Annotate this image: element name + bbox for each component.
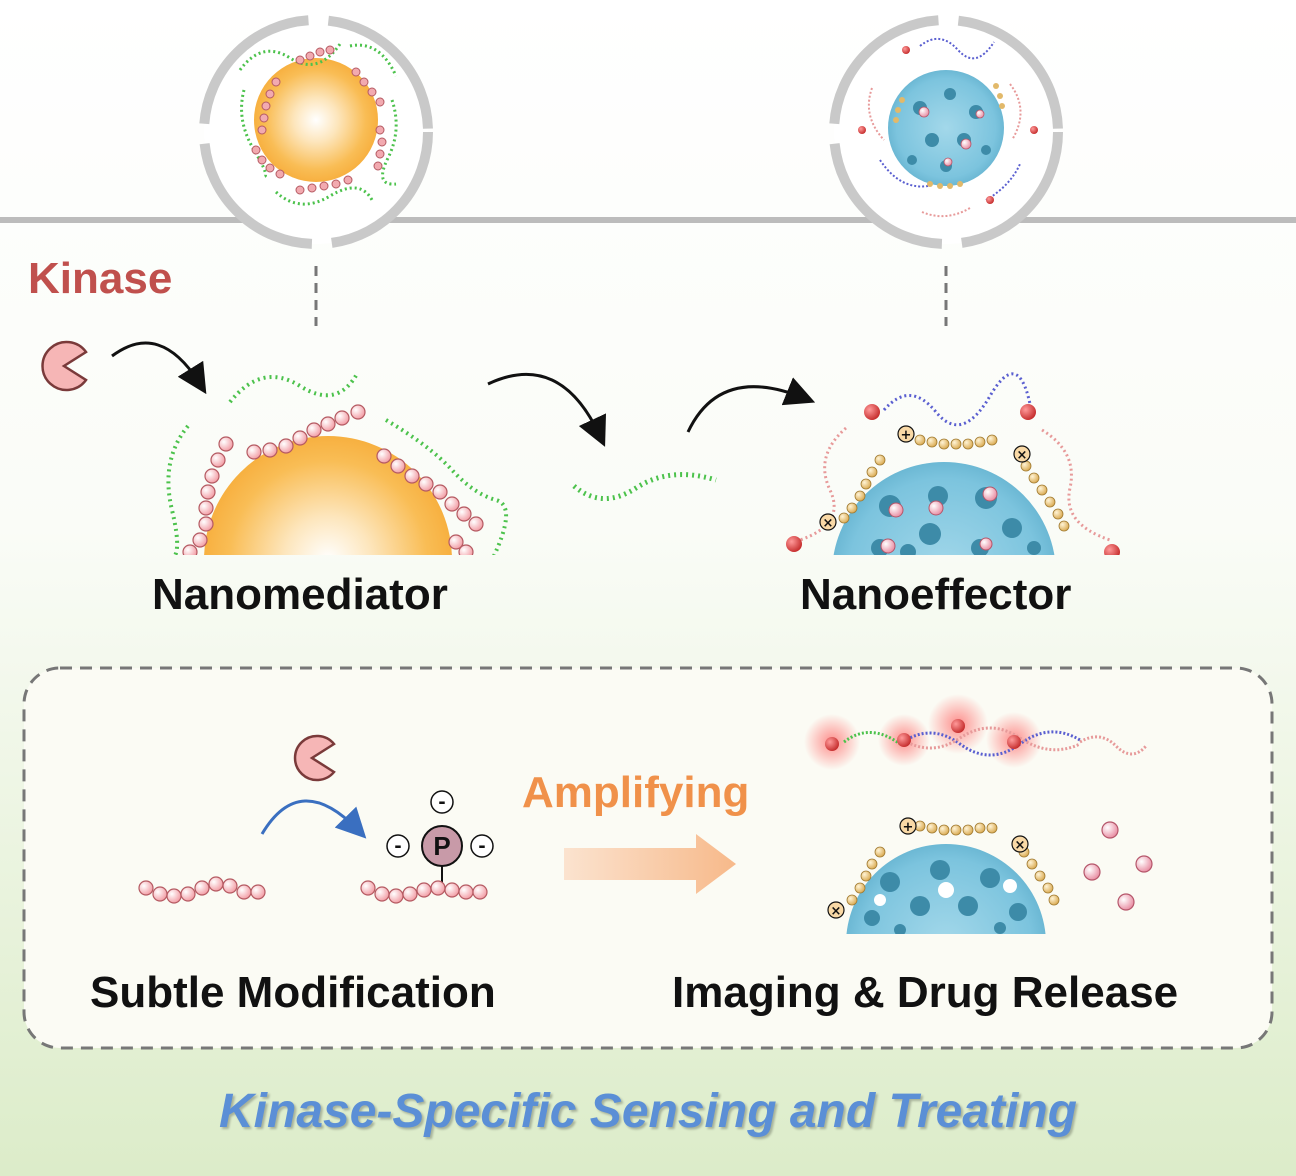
kinase-title: Kinase xyxy=(28,254,173,303)
phosphate-label: P xyxy=(433,831,450,861)
effector-drug-balls xyxy=(880,486,998,554)
mediator-green-peptides xyxy=(166,371,509,555)
footer-title: Kinase-Specific Sensing and Treating xyxy=(219,1085,1077,1138)
imaging-dna-strand xyxy=(804,694,1148,770)
imaging-drug-release-label: Imaging & Drug Release xyxy=(672,968,1179,1017)
zoom-green-peptides xyxy=(238,43,398,206)
effector-dna-strands xyxy=(799,372,1111,542)
svg-text:×: × xyxy=(831,904,842,919)
effector-charge-markers: + × × xyxy=(819,425,1031,531)
nanoeffector-particle: + × × xyxy=(786,372,1120,555)
released-nanoeffector: + × × xyxy=(827,817,1060,934)
amplifying-label: Amplifying xyxy=(522,768,750,817)
effector-pores xyxy=(871,486,1041,555)
block-arrow-icon xyxy=(564,834,736,894)
released-peptide xyxy=(572,472,717,501)
zoom-drug-balls xyxy=(918,106,985,167)
svg-text:-: - xyxy=(394,836,401,857)
mediator-pink-peptides xyxy=(182,404,484,555)
svg-text:-: - xyxy=(478,836,485,857)
svg-text:-: - xyxy=(438,792,445,813)
curved-arrow-icon xyxy=(111,341,207,395)
subtle-modification-label: Subtle Modification xyxy=(90,968,496,1017)
pacman-shaped-enzyme-icon xyxy=(293,734,336,782)
activate-arrow-icon xyxy=(686,377,816,433)
svg-text:×: × xyxy=(1015,838,1026,853)
substrate-peptide xyxy=(138,876,266,904)
pacman-shaped-enzyme-icon xyxy=(41,340,88,392)
svg-text:+: + xyxy=(903,820,914,835)
phosphorylation-arrow-icon xyxy=(260,799,367,839)
released-drug-balls xyxy=(1083,821,1153,911)
phosphate-group xyxy=(421,825,463,867)
nanoeffector-label: Nanoeffector xyxy=(800,570,1072,619)
release-arrow-icon xyxy=(487,372,607,447)
zoom-pink-peptides xyxy=(251,45,387,195)
effector-red-balls xyxy=(786,404,1120,555)
effector-gold-chains xyxy=(838,434,1070,532)
zoom-red-balls xyxy=(858,46,1038,204)
nanoeffector-zoom-circle xyxy=(829,15,1063,249)
phosphorylated-peptide: P - - - xyxy=(360,790,494,904)
svg-text:×: × xyxy=(823,516,834,531)
zoom-gold-chains xyxy=(893,83,1005,189)
phosphate-charges: - - - xyxy=(386,790,494,858)
svg-text:+: + xyxy=(901,428,912,443)
nanomediator-zoom-circle xyxy=(199,15,433,249)
nanomediator-label: Nanomediator xyxy=(152,570,448,619)
nanomediator-particle xyxy=(166,371,509,555)
svg-text:×: × xyxy=(1017,448,1028,463)
